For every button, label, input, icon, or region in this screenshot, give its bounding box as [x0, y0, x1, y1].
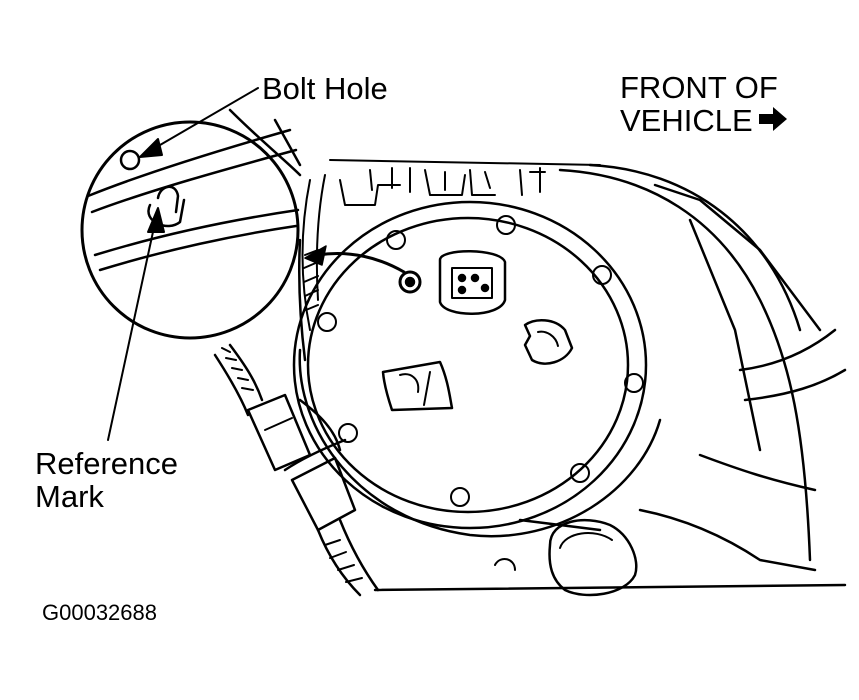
bolt-hole-marker — [398, 270, 422, 294]
figure-id: G00032688 — [42, 600, 157, 625]
fuel-line-fitting — [523, 319, 574, 365]
front-of-line: FRONT OF — [620, 70, 778, 105]
filler-fitting — [494, 518, 638, 597]
mounting-flange — [292, 200, 662, 538]
reference-mark-label: Reference Mark — [35, 447, 178, 513]
bolt-hole-detail — [119, 149, 141, 171]
pump-cover-plate — [381, 250, 574, 412]
detail-pointer-arrow — [316, 252, 406, 274]
bolt-hole-leader — [147, 87, 259, 153]
vehicle-text: VEHICLE — [620, 103, 753, 138]
detail-magnifier — [80, 120, 300, 340]
label-plate — [381, 360, 454, 412]
leader-arrows — [107, 87, 259, 441]
front-of-vehicle-label: FRONT OF VEHICLE — [620, 71, 787, 137]
reference-line: Reference — [35, 446, 179, 481]
mark-line: Mark — [35, 479, 104, 514]
right-arrow-icon — [758, 104, 787, 137]
wiring-harness — [213, 238, 380, 597]
vehicle-line: VEHICLE — [620, 104, 787, 137]
flange-bolts — [317, 215, 644, 507]
electrical-connector — [438, 250, 507, 315]
upper-bracket-details — [301, 159, 601, 331]
bolt-hole-label: Bolt Hole — [262, 71, 388, 106]
reference-mark-leader — [107, 217, 157, 441]
vehicle-body-lines — [228, 108, 847, 592]
